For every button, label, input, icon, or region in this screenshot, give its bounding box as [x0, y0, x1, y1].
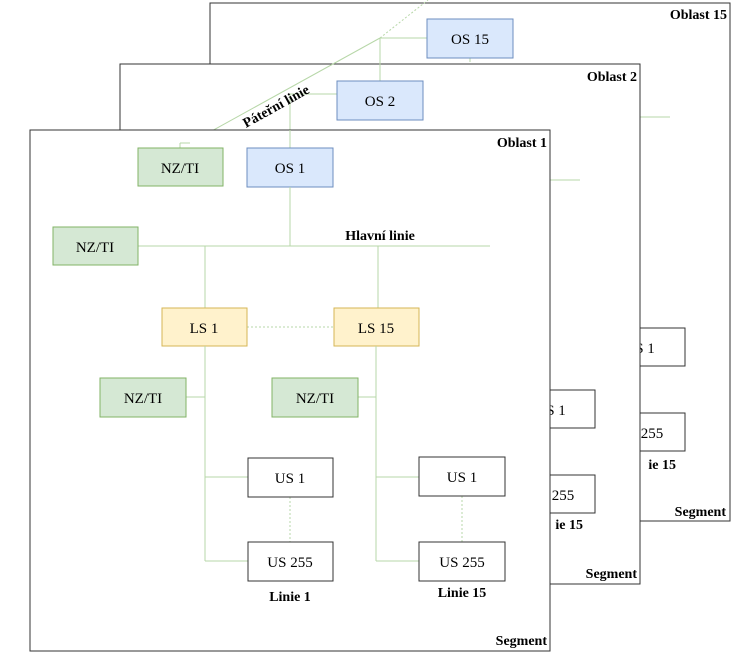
nzti-left-label: NZ/TI	[124, 391, 162, 407]
area-1: Oblast 1 Segment NZ/TI OS 1 Hlavní linie…	[29, 129, 551, 652]
area-2-segment: Segment	[586, 567, 638, 582]
nzti-right-box	[271, 377, 359, 418]
nzti-right-label: NZ/TI	[296, 391, 334, 407]
os-2-box	[336, 80, 424, 121]
area-1-title: Oblast 1	[497, 136, 547, 151]
us-left-bottom-box	[247, 541, 334, 582]
us-left-top-label: US 1	[275, 471, 305, 487]
nzti-top-box	[137, 147, 224, 187]
line-1-label: Linie 1	[269, 590, 311, 605]
ls-1-label: LS 1	[190, 321, 219, 337]
us-right-bottom-box	[418, 541, 506, 582]
us-left-top-box	[247, 457, 334, 498]
area-2-line-label: ie 15	[555, 518, 583, 533]
us-right-top-label: US 1	[447, 470, 477, 486]
ls-15-box	[333, 307, 420, 347]
area-15-line-label: ie 15	[648, 458, 676, 473]
nzti-top-label: NZ/TI	[161, 161, 199, 177]
us-right-top-box	[418, 456, 506, 497]
area-15-title: Oblast 15	[670, 8, 727, 23]
line-15-label: Linie 15	[438, 586, 487, 601]
area-15-segment: Segment	[675, 505, 727, 520]
us-right-bottom-label: US 255	[439, 555, 484, 571]
area-2-us-255-label: 255	[552, 488, 575, 504]
main-line-label: Hlavní linie	[345, 229, 415, 244]
os-15-box	[426, 18, 514, 59]
ls-1-box	[161, 307, 248, 347]
us-left-bottom-label: US 255	[267, 555, 312, 571]
area-15-us-255-label: 255	[641, 426, 664, 442]
area-2-title: Oblast 2	[587, 70, 637, 85]
area-2-us-1-label: S 1	[546, 403, 566, 419]
nzti-left-box	[99, 377, 187, 418]
os-1-box	[246, 147, 334, 188]
os-2-label: OS 2	[365, 94, 395, 110]
os-15-label: OS 15	[451, 32, 489, 48]
nzti-main-label: NZ/TI	[76, 240, 114, 256]
ls-15-label: LS 15	[358, 321, 394, 337]
area-1-segment: Segment	[496, 634, 548, 649]
nzti-main-box	[52, 226, 139, 266]
os-1-label: OS 1	[275, 161, 305, 177]
